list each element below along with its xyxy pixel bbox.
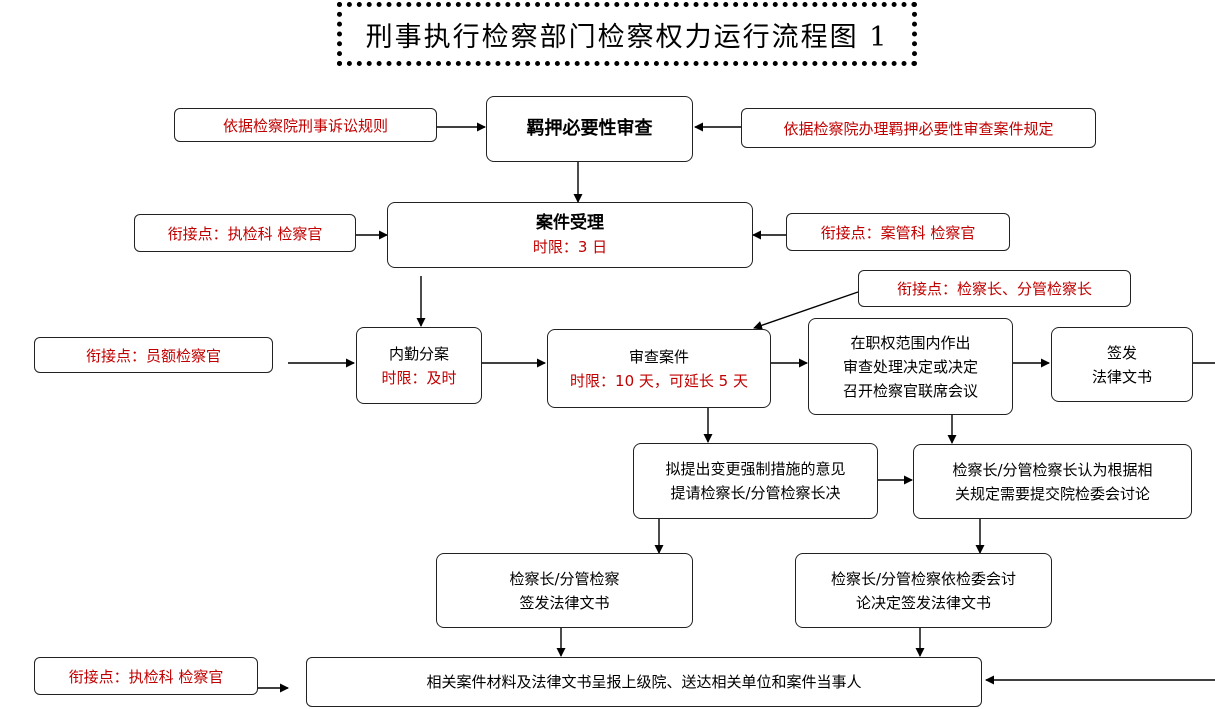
- node-propose-change: 拟提出变更强制措施的意见 提请检察长/分管检察长决: [633, 443, 878, 519]
- node-chief-thinks-line2: 关规定需要提交院检委会讨论: [954, 484, 1150, 503]
- node-sign-issue: 签发 法律文书: [1051, 327, 1193, 402]
- node-detention-review-label: 羁押必要性审查: [526, 118, 653, 139]
- node-review-case-label: 审查案件: [628, 347, 689, 366]
- node-chief-thinks-line1: 检察长/分管检察长认为根据相: [952, 460, 1153, 479]
- note-basis-rules: 依据检察院刑事诉讼规则: [174, 108, 437, 142]
- node-detention-review: 羁押必要性审查: [486, 96, 693, 162]
- node-committee-sign: 检察长/分管检察依检委会讨 论决定签发法律文书: [795, 553, 1052, 628]
- node-decision-line2: 审查处理决定或决定: [842, 357, 978, 376]
- node-case-accept: 案件受理 时限：3 日: [387, 202, 753, 268]
- note-basis-regulation: 依据检察院办理羁押必要性审查案件规定: [741, 108, 1096, 148]
- node-final-report: 相关案件材料及法律文书呈报上级院、送达相关单位和案件当事人: [306, 657, 982, 707]
- note-link-chief: 衔接点：检察长、分管检察长: [858, 270, 1131, 307]
- node-decision-line3: 召开检察官联席会议: [842, 381, 978, 400]
- node-internal-assign: 内勤分案 时限：及时: [356, 327, 482, 404]
- node-committee-sign-line1: 检察长/分管检察依检委会讨: [830, 569, 1017, 588]
- node-review-case-limit: 时限：10 天，可延长 5 天: [570, 371, 748, 390]
- node-sign-issue-line2: 法律文书: [1091, 367, 1152, 386]
- node-decision: 在职权范围内作出 审查处理决定或决定 召开检察官联席会议: [808, 318, 1013, 415]
- node-case-accept-label: 案件受理: [536, 213, 604, 233]
- node-chief-sign-line1: 检察长/分管检察: [509, 569, 620, 588]
- note-link-exec-left: 衔接点：执检科 检察官: [134, 214, 356, 252]
- node-internal-assign-label: 内勤分案: [388, 344, 449, 363]
- node-decision-line1: 在职权范围内作出: [850, 333, 971, 352]
- node-chief-thinks: 检察长/分管检察长认为根据相 关规定需要提交院检委会讨论: [913, 444, 1192, 519]
- node-propose-change-line2: 提请检察长/分管检察长决: [670, 484, 841, 502]
- node-final-report-label: 相关案件材料及法律文书呈报上级院、送达相关单位和案件当事人: [426, 673, 862, 691]
- node-review-case: 审查案件 时限：10 天，可延长 5 天: [547, 329, 771, 408]
- note-link-case-mgmt: 衔接点：案管科 检察官: [786, 213, 1010, 251]
- arrow-chief-to-review: [753, 291, 859, 330]
- node-sign-issue-line1: 签发: [1106, 343, 1137, 362]
- node-propose-change-line1: 拟提出变更强制措施的意见: [665, 460, 846, 478]
- node-chief-sign: 检察长/分管检察 签发法律文书: [436, 553, 693, 628]
- node-internal-assign-limit: 时限：及时: [381, 368, 457, 387]
- note-link-staff: 衔接点：员额检察官: [34, 337, 273, 373]
- page-title: 刑事执行检察部门检察权力运行流程图 1: [337, 2, 917, 66]
- node-chief-sign-line2: 签发法律文书: [519, 593, 610, 612]
- node-committee-sign-line2: 论决定签发法律文书: [855, 593, 991, 612]
- note-link-exec-bottom: 衔接点：执检科 检察官: [34, 657, 258, 695]
- node-case-accept-limit: 时限：3 日: [532, 238, 608, 256]
